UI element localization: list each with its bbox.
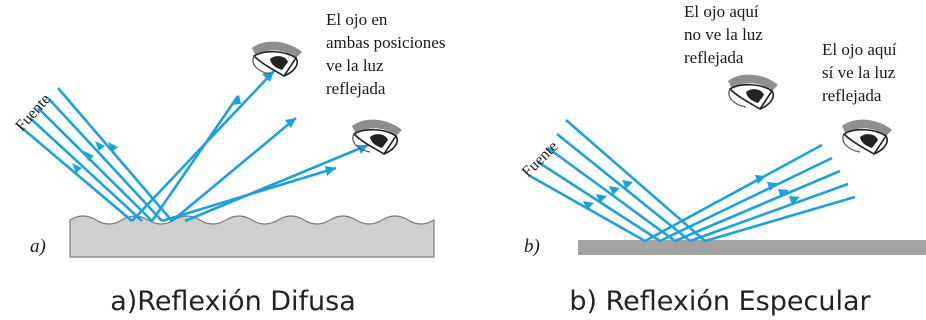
eye-left-label: El ojo aquí no ve la luz reflejada [684, 2, 767, 67]
rough-surface [69, 215, 435, 258]
eye-label: El ojo en ambas posiciones ve la luz ref… [326, 10, 450, 98]
caption-diffuse: a)Reflexión Difusa [110, 286, 356, 317]
caption-specular: b) Reflexión Especular [569, 286, 871, 317]
reflected-rays [131, 69, 369, 223]
source-label: Fuente [12, 91, 54, 135]
panel-tag: b) [524, 236, 540, 257]
panel-a-diffuse: Fuente El ojo en ambas posiciones ve la … [12, 10, 450, 258]
eye-icon [727, 73, 779, 110]
panel-tag: a) [30, 236, 46, 257]
eye-icon [251, 40, 303, 77]
eye-icon [841, 118, 893, 155]
ray-arrowheads [583, 175, 800, 210]
eye-right-label: El ojo aquí sí ve la luz reflejada [822, 40, 901, 105]
panel-b-specular: Fuente El ojo aquí no ve la luz reflejad… [519, 2, 926, 257]
smooth-surface [578, 240, 926, 255]
reflected-rays [644, 143, 856, 243]
eye-icon [351, 118, 403, 155]
